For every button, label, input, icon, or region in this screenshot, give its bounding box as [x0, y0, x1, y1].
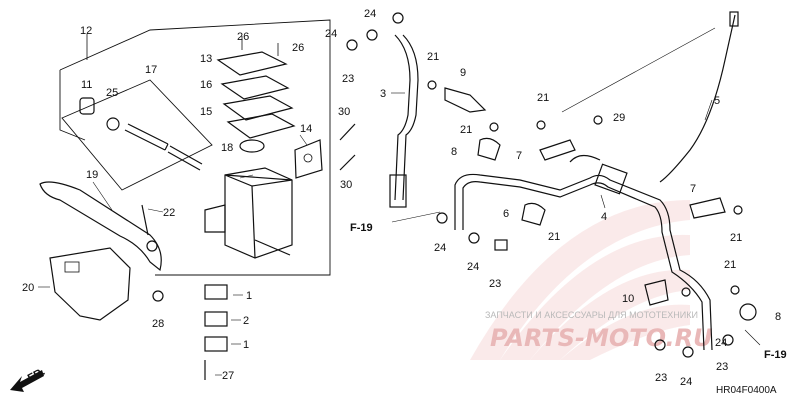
callout-24d: 24	[467, 261, 479, 273]
callout-17: 17	[145, 64, 157, 76]
callout-24e: 24	[715, 337, 727, 349]
watermark-brand: PARTS-MOTO.RU	[490, 324, 713, 352]
bolts-30	[339, 123, 356, 171]
callout-7b: 7	[690, 183, 696, 195]
watermark-text: ЗАПЧАСТИ И АКСЕССУАРЫ ДЛЯ МОТОТЕХНИКИ	[485, 310, 698, 320]
callout-19: 19	[86, 169, 98, 181]
callout-13: 13	[200, 53, 212, 65]
callout-8b: 8	[775, 311, 781, 323]
callout-16: 16	[200, 79, 212, 91]
callout-23a: 23	[342, 73, 354, 85]
callout-25: 25	[106, 87, 118, 99]
piston-set-box	[61, 79, 213, 191]
callout-18: 18	[221, 142, 233, 154]
callout-23d: 23	[716, 361, 728, 373]
front-label: FR.	[26, 366, 47, 385]
callouts: 12 17 11 25 26 26 13 16 15 14 18 30 30 1…	[22, 8, 781, 388]
callout-28: 28	[152, 318, 164, 330]
callout-1b: 1	[243, 339, 249, 351]
callout-22: 22	[163, 207, 175, 219]
lever-cover	[49, 247, 131, 321]
callout-24a: 24	[364, 8, 376, 20]
callout-30a: 30	[338, 106, 350, 118]
callout-21e: 21	[548, 231, 560, 243]
brake-hose-joint	[454, 154, 713, 351]
callout-21a: 21	[427, 51, 439, 63]
front-arrow	[10, 370, 44, 392]
callout-21b: 21	[460, 124, 472, 136]
callout-3: 3	[380, 88, 386, 100]
callout-26b: 26	[292, 42, 304, 54]
honda-wing-watermark	[470, 200, 690, 360]
callout-23c: 23	[655, 372, 667, 384]
callout-24b: 24	[325, 28, 337, 40]
brake-switches	[204, 284, 228, 380]
callout-8a: 8	[451, 146, 457, 158]
callout-21f: 21	[724, 259, 736, 271]
master-cylinder-box	[59, 19, 331, 276]
callout-1a: 1	[246, 290, 252, 302]
callout-9: 9	[460, 67, 466, 79]
callout-21c: 21	[537, 92, 549, 104]
piston-parts	[79, 97, 203, 171]
callout-10: 10	[622, 293, 634, 305]
clamps	[444, 87, 726, 306]
callout-29: 29	[613, 112, 625, 124]
callout-24c: 24	[434, 242, 446, 254]
callout-6: 6	[503, 208, 509, 220]
callout-15: 15	[200, 106, 212, 118]
callout-24f: 24	[680, 376, 692, 388]
callout-27: 27	[222, 370, 234, 382]
reference-f19-left: F-19	[350, 222, 373, 234]
callout-20: 20	[22, 282, 34, 294]
callout-11: 11	[81, 79, 92, 91]
callout-2: 2	[243, 315, 249, 327]
bolts-washers	[427, 80, 757, 358]
reservoir-cover	[216, 36, 296, 153]
upper-brake-hose	[346, 12, 419, 208]
reference-f19-right: F-19	[764, 349, 787, 361]
diagram-code: HR04F0400A	[716, 385, 777, 396]
leader-lines	[38, 27, 761, 376]
callout-21d: 21	[730, 232, 742, 244]
callout-12: 12	[80, 25, 92, 37]
callout-14: 14	[300, 123, 312, 135]
master-cylinder-body	[204, 139, 323, 259]
callout-23b: 23	[489, 278, 501, 290]
callout-30b: 30	[340, 179, 352, 191]
callout-7a: 7	[516, 150, 522, 162]
metal-brake-line	[659, 11, 739, 183]
callout-4: 4	[601, 211, 607, 223]
brake-lever	[39, 181, 164, 302]
callout-5: 5	[714, 95, 720, 107]
callout-26a: 26	[237, 31, 249, 43]
